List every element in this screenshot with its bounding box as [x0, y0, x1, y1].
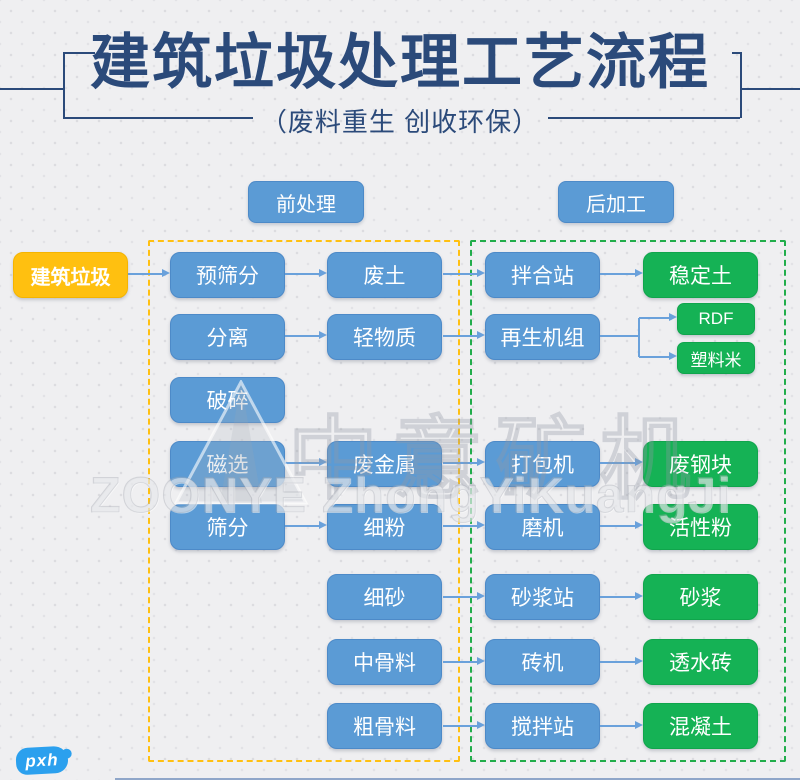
flow-arrow-line — [443, 596, 479, 598]
flow-arrow-line — [443, 725, 479, 727]
flow-arrowhead — [669, 313, 677, 321]
node-mortar-station: 砂浆站 — [485, 574, 600, 620]
flow-arrow-line — [128, 273, 164, 275]
flow-arrow-line — [443, 335, 479, 337]
flow-arrowhead — [162, 269, 170, 277]
pre-processing-label: 前处理 — [248, 181, 364, 223]
flow-arrow-line — [639, 356, 671, 358]
flow-arrowhead — [319, 521, 327, 529]
flow-arrowhead — [635, 592, 643, 600]
node-crushing: 破碎 — [170, 377, 285, 423]
node-coarse-aggregate: 粗骨料 — [327, 703, 442, 749]
node-fine-sand: 细砂 — [327, 574, 442, 620]
title-frame-bottom-right-segment — [548, 117, 740, 119]
node-active-powder: 活性粉 — [643, 504, 758, 550]
node-construction-waste: 建筑垃圾 — [13, 252, 128, 298]
flow-arrow-line — [639, 317, 671, 319]
flow-arrow-line — [443, 462, 479, 464]
page-title: 建筑垃圾处理工艺流程 — [90, 29, 710, 96]
flow-arrow-line — [443, 525, 479, 527]
flow-connector-line — [600, 335, 639, 337]
post-processing-region — [470, 240, 786, 762]
flow-arrow-line — [600, 596, 637, 598]
title-frame-bottom-left-segment — [63, 117, 253, 119]
flow-arrow-line — [285, 335, 321, 337]
flow-arrowhead — [477, 592, 485, 600]
node-permeable-brick: 透水砖 — [643, 639, 758, 685]
flow-arrowhead — [319, 269, 327, 277]
node-pre-screening: 预筛分 — [170, 252, 285, 298]
node-waste-steel-block: 废钢块 — [643, 441, 758, 487]
node-waste-soil: 废土 — [327, 252, 442, 298]
node-mortar: 砂浆 — [643, 574, 758, 620]
node-plastic-pellets: 塑料米 — [677, 342, 755, 374]
node-separation: 分离 — [170, 314, 285, 360]
node-light-materials: 轻物质 — [327, 314, 442, 360]
flow-connector-vline — [638, 318, 640, 357]
page-subtitle: （废料重生 创收环保） — [260, 107, 540, 137]
flow-arrow-line — [285, 462, 321, 464]
flow-arrowhead — [319, 331, 327, 339]
flow-arrow-line — [600, 661, 637, 663]
title-frame-left-edge — [63, 52, 65, 118]
flow-arrowhead — [477, 331, 485, 339]
flow-arrowhead — [477, 458, 485, 466]
title-frame-left-wing — [0, 88, 63, 90]
pxh-logo: pxh — [15, 745, 69, 776]
flow-arrow-line — [443, 273, 479, 275]
flow-arrowhead — [477, 721, 485, 729]
flow-arrowhead — [635, 657, 643, 665]
title-frame-top-right-segment — [732, 52, 740, 54]
node-baler: 打包机 — [485, 441, 600, 487]
title-frame-right-edge — [740, 52, 742, 118]
node-stabilized-soil: 稳定土 — [643, 252, 758, 298]
node-fine-powder: 细粉 — [327, 504, 442, 550]
flow-arrowhead — [669, 352, 677, 360]
flow-arrowhead — [477, 657, 485, 665]
flow-arrow-line — [285, 525, 321, 527]
title-frame-top-left-segment — [63, 52, 95, 54]
bottom-divider-line — [115, 778, 800, 780]
node-magnetic-separation: 磁选 — [170, 441, 285, 487]
node-concrete: 混凝土 — [643, 703, 758, 749]
flow-arrow-line — [443, 661, 479, 663]
flow-arrowhead — [635, 521, 643, 529]
flow-arrowhead — [635, 269, 643, 277]
node-grinder: 磨机 — [485, 504, 600, 550]
pre-processing-region — [148, 240, 460, 762]
flow-arrow-line — [600, 273, 637, 275]
flow-arrow-line — [600, 725, 637, 727]
flow-arrowhead — [477, 269, 485, 277]
node-mixing-station: 拌合站 — [485, 252, 600, 298]
title-frame-right-wing — [740, 88, 800, 90]
post-processing-label: 后加工 — [558, 181, 674, 223]
flow-arrowhead — [635, 721, 643, 729]
node-concrete-mixing-station: 搅拌站 — [485, 703, 600, 749]
node-brick-machine: 砖机 — [485, 639, 600, 685]
flow-arrowhead — [319, 458, 327, 466]
node-rdf: RDF — [677, 303, 755, 335]
flow-arrowhead — [635, 458, 643, 466]
flow-arrowhead — [477, 521, 485, 529]
flow-arrow-line — [600, 525, 637, 527]
node-medium-aggregate: 中骨料 — [327, 639, 442, 685]
node-waste-metal: 废金属 — [327, 441, 442, 487]
node-screening: 筛分 — [170, 504, 285, 550]
flow-arrow-line — [600, 462, 637, 464]
node-regeneration-unit: 再生机组 — [485, 314, 600, 360]
flow-arrow-line — [285, 273, 321, 275]
